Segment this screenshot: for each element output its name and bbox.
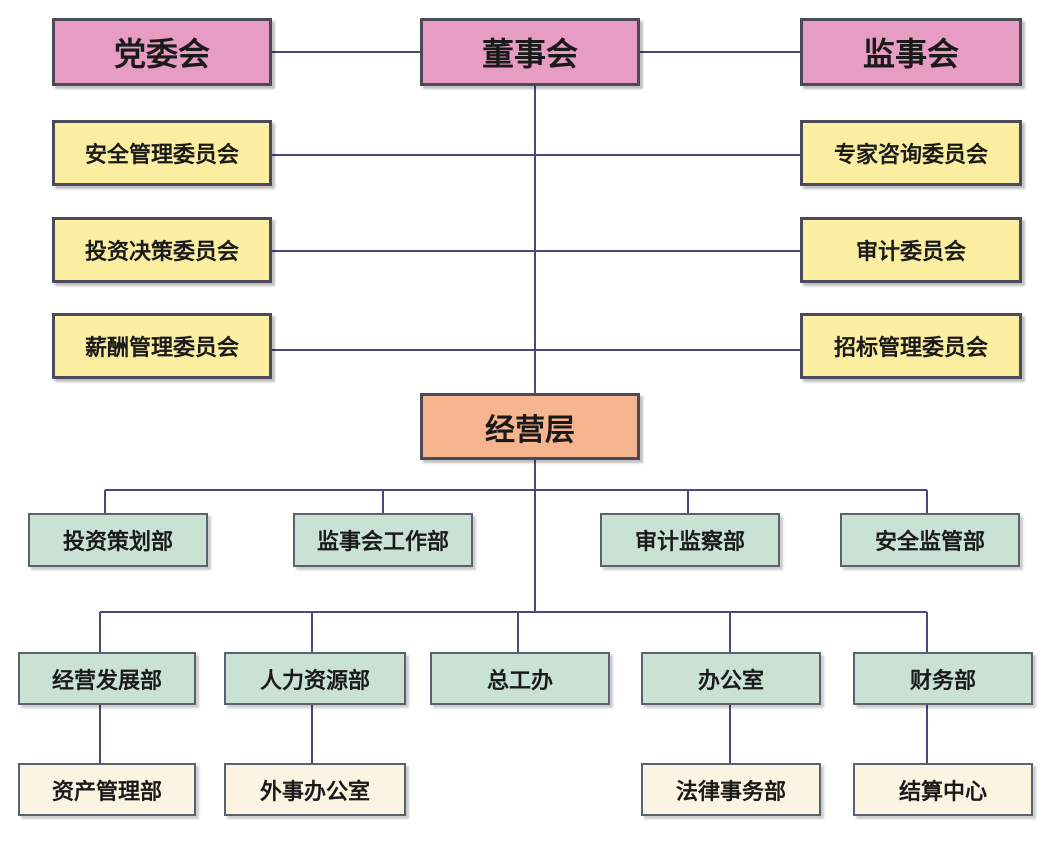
board-of-supervisors-label: 监事会 [862, 35, 959, 73]
sub-unit-box-4: 结算中心 [853, 763, 1033, 816]
sub-unit-box-2: 外事办公室 [224, 763, 406, 816]
department-box-r1-4: 安全监管部 [840, 513, 1020, 567]
department-label: 财务部 [909, 667, 976, 694]
department-box-r2-5: 财务部 [853, 652, 1033, 705]
sub-unit-box-3: 法律事务部 [641, 763, 821, 816]
department-label: 总工办 [486, 667, 553, 694]
party-committee-box: 党委会 [52, 18, 272, 86]
department-box-r2-4: 办公室 [641, 652, 821, 705]
department-label: 人力资源部 [259, 667, 370, 694]
department-box-r1-3: 审计监察部 [600, 513, 780, 567]
department-label: 审计监察部 [634, 529, 745, 555]
committee-label: 安全管理委员会 [84, 142, 239, 168]
committee-box-left-2: 投资决策委员会 [52, 217, 272, 283]
department-box-r1-1: 投资策划部 [28, 513, 208, 567]
department-label: 监事会工作部 [316, 529, 449, 555]
department-label: 办公室 [697, 667, 764, 694]
sub-unit-label: 外事办公室 [259, 778, 370, 805]
board-of-directors-box: 董事会 [420, 18, 640, 86]
committee-label: 投资决策委员会 [84, 239, 239, 265]
sub-unit-label: 资产管理部 [51, 778, 162, 805]
department-box-r1-2: 监事会工作部 [293, 513, 473, 567]
department-label: 安全监管部 [874, 529, 985, 555]
sub-unit-label: 法律事务部 [675, 778, 786, 805]
sub-unit-box-1: 资产管理部 [18, 763, 196, 816]
department-label: 投资策划部 [62, 529, 173, 555]
department-label: 经营发展部 [51, 667, 162, 694]
department-box-r2-1: 经营发展部 [18, 652, 196, 705]
board-of-supervisors-box: 监事会 [800, 18, 1022, 86]
sub-unit-label: 结算中心 [898, 778, 987, 805]
board-of-directors-label: 董事会 [481, 35, 578, 73]
committee-box-left-1: 安全管理委员会 [52, 120, 272, 186]
committee-box-right-1: 专家咨询委员会 [800, 120, 1022, 186]
committee-label: 薪酬管理委员会 [84, 335, 239, 361]
committee-box-right-2: 审计委员会 [800, 217, 1022, 283]
committee-label: 专家咨询委员会 [833, 142, 988, 168]
committee-box-right-3: 招标管理委员会 [800, 313, 1022, 379]
party-committee-label: 党委会 [113, 35, 210, 73]
management-label: 经营层 [485, 412, 575, 448]
committee-box-left-3: 薪酬管理委员会 [52, 313, 272, 379]
department-box-r2-3: 总工办 [430, 652, 610, 705]
department-box-r2-2: 人力资源部 [224, 652, 406, 705]
committee-label: 审计委员会 [855, 239, 966, 265]
committee-label: 招标管理委员会 [833, 335, 988, 361]
management-box: 经营层 [420, 393, 640, 460]
